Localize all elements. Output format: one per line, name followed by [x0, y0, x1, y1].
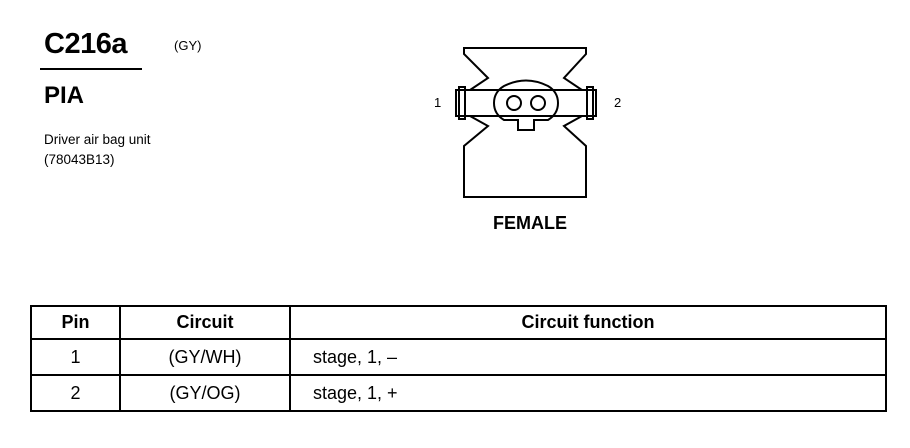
pin-table: Pin Circuit Circuit function 1 (GY/WH) s…: [30, 305, 887, 412]
description-line-2: (78043B13): [44, 152, 115, 167]
table-row: 2 (GY/OG) stage, 1, +: [30, 374, 887, 412]
connector-face-drawing: [455, 47, 597, 198]
header-circuit: Circuit: [119, 305, 291, 340]
pin-cavity-body: [492, 79, 560, 131]
connector-latch-bar: [455, 89, 597, 117]
connector-id-underline: [40, 68, 142, 70]
connector-color-code: (GY): [174, 38, 202, 53]
connector-description: Driver air bag unit (78043B13): [44, 130, 151, 170]
pin-label-1: 1: [434, 95, 442, 110]
pin-label-2: 2: [614, 95, 622, 110]
latch-end-right: [586, 86, 594, 120]
circuit-code: (GY/WH): [119, 338, 291, 376]
connector-upper-housing: [463, 47, 587, 91]
circuit-code: (GY/OG): [119, 374, 291, 412]
connector-lower-housing: [463, 115, 587, 198]
header-pin: Pin: [30, 305, 121, 340]
latch-end-left: [458, 86, 466, 120]
circuit-function: stage, 1, –: [289, 338, 887, 376]
pin-socket-2: [530, 95, 546, 111]
pin-number: 2: [30, 374, 121, 412]
pin-table-header: Pin Circuit Circuit function: [30, 305, 887, 340]
circuit-function: stage, 1, +: [289, 374, 887, 412]
pin-number: 1: [30, 338, 121, 376]
description-line-1: Driver air bag unit: [44, 132, 151, 147]
table-row: 1 (GY/WH) stage, 1, –: [30, 338, 887, 376]
system-label: PIA: [44, 82, 85, 109]
connector-id: C216a: [44, 28, 127, 60]
pin-socket-1: [506, 95, 522, 111]
header-circuit-function: Circuit function: [289, 305, 887, 340]
connector-view-label: FEMALE: [493, 213, 567, 233]
